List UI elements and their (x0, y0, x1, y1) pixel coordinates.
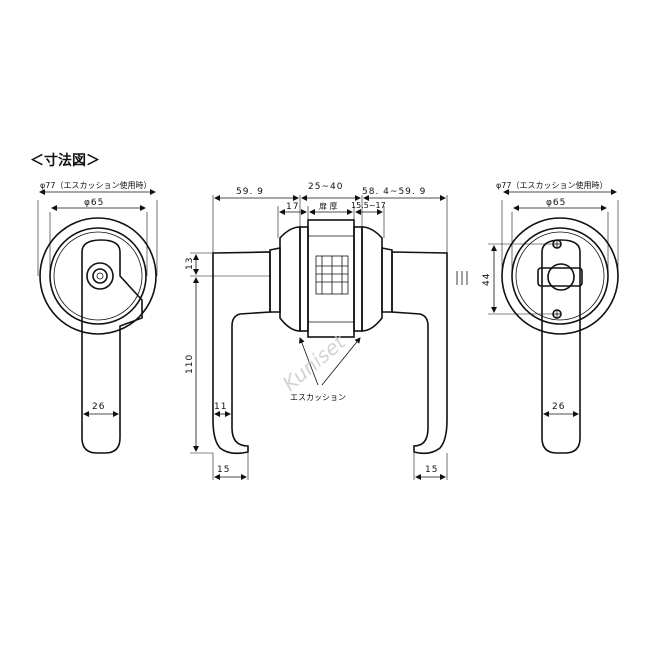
drawing-title: ＜寸法図＞ (30, 152, 100, 169)
side-right-escutcheon (361, 226, 383, 332)
right-dim-65-label: φ65 (546, 198, 566, 208)
left-dim-65-label: φ65 (84, 198, 104, 208)
door-thickness-label: 扉 厚 (319, 201, 338, 211)
right-rose-inner-circle (515, 231, 605, 321)
escutcheon-label: エスカッション (290, 393, 346, 402)
left-lever (81, 239, 143, 454)
dim-15-5-17-label: 15.5~17 (351, 201, 386, 210)
side-right-rose (381, 247, 393, 313)
side-left-rose (269, 247, 281, 313)
side-right-escutcheon-plate (353, 226, 363, 332)
side-left-escutcheon (279, 226, 301, 332)
right-hub-circle (547, 263, 575, 291)
left-keyhole-inner-icon (96, 272, 104, 280)
side-left-lever (212, 251, 271, 455)
right-dim-44-label: 44 (482, 273, 492, 286)
right-dim-26-label: 26 (552, 402, 565, 412)
dim-15-left-label: 15 (217, 465, 230, 475)
side-view: 59. 9 25~40 58. 4~59. 9 17 扉 厚 15.5~17 1… (185, 182, 468, 480)
left-dim-77-label: φ77（エスカッション使用時） (40, 180, 151, 190)
right-front-view: φ77（エスカッション使用時） φ65 44 26 (482, 180, 619, 454)
right-thumbturn (537, 267, 583, 287)
left-front-view: φ77（エスカッション使用時） φ65 26 (37, 180, 158, 454)
left-rose-inner-circle (53, 231, 143, 321)
dim-17-label: 17 (286, 202, 299, 212)
dim-110-label: 110 (185, 354, 195, 374)
dim-11-label: 11 (214, 402, 227, 412)
left-keyhole-icon (92, 268, 108, 284)
dim-15-right-label: 15 (425, 465, 438, 475)
dim-13-label: 13 (185, 257, 195, 270)
side-door (307, 219, 355, 338)
right-dim-77-label: φ77（エスカッション使用時） (496, 180, 607, 190)
dim-59-9-label: 59. 9 (236, 187, 264, 197)
left-dim-26-label: 26 (92, 402, 105, 412)
left-rose-circle (49, 227, 147, 325)
side-right-lever (391, 251, 448, 455)
escutcheon-leader-left (298, 337, 319, 386)
left-escutcheon-circle (39, 217, 157, 335)
dim-58-4-label: 58. 4~59. 9 (362, 187, 426, 197)
right-lever (541, 239, 581, 454)
escutcheon-leader-right (321, 337, 361, 386)
left-hub-circle (86, 262, 114, 290)
dim-25-40-label: 25~40 (308, 182, 343, 192)
side-left-escutcheon-plate (299, 226, 309, 332)
